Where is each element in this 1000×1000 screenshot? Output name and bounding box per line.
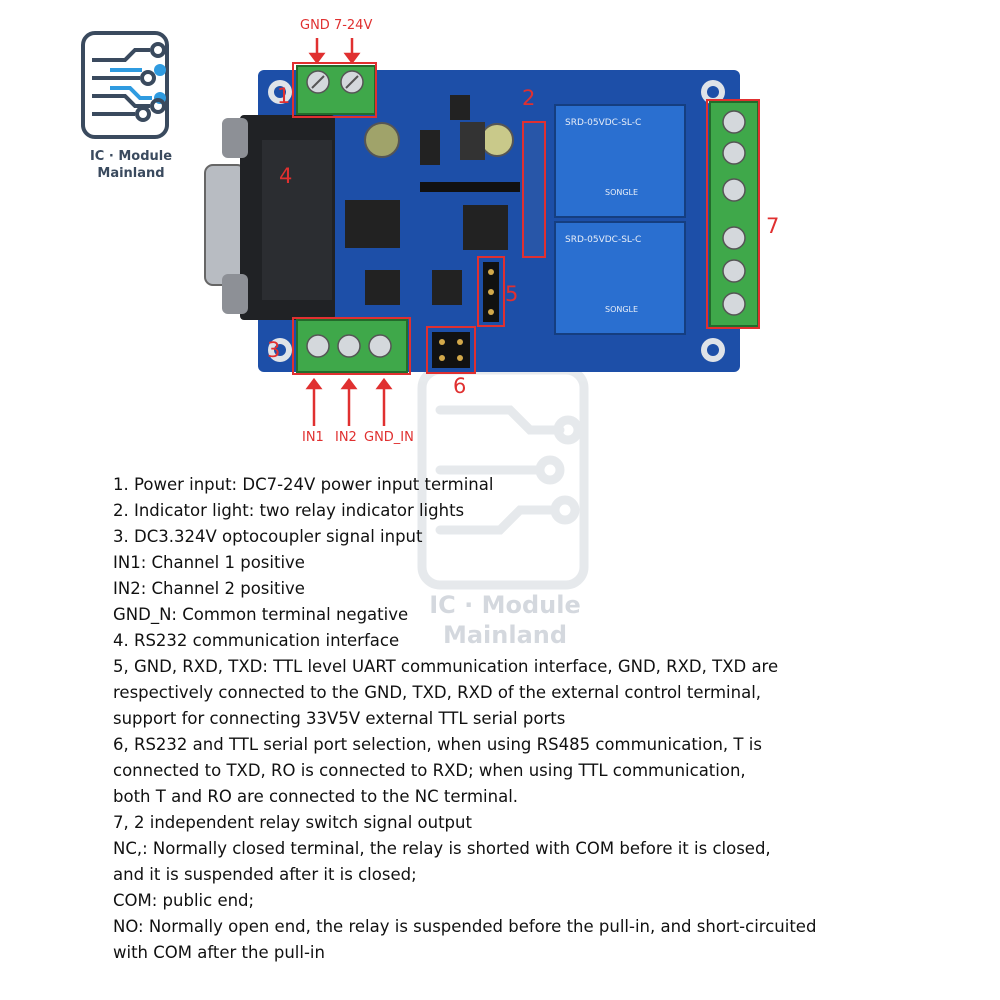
description-line: with COM after the pull-in: [113, 943, 325, 962]
description-line: COM: public end;: [113, 891, 255, 910]
callout-2: 2: [522, 86, 536, 110]
description-line: 6, RS232 and TTL serial port selection, …: [113, 735, 762, 754]
description-line: 7, 2 independent relay switch signal out…: [113, 813, 472, 832]
db9-connector: [204, 115, 335, 320]
in2-label: IN2: [335, 430, 357, 445]
indicator-led-highlight: [522, 121, 546, 258]
description-line: 4. RS232 communication interface: [113, 631, 400, 650]
svg-text:SONGLE: SONGLE: [605, 188, 638, 197]
callout-6: 6: [453, 374, 467, 398]
callout-4: 4: [279, 164, 293, 188]
watermark-text: IC · Module Mainland: [429, 591, 581, 649]
callout-1: 1: [277, 84, 291, 108]
description-line: and it is suspended after it is closed;: [113, 865, 417, 884]
svg-text:SRD-05VDC-SL-C: SRD-05VDC-SL-C: [565, 235, 641, 245]
svg-text:SONGLE: SONGLE: [605, 305, 638, 314]
relay-output-terminal-block: [709, 101, 759, 327]
description-line: respectively connected to the GND, TXD, …: [113, 683, 762, 702]
relay-board-image: SRD-05VDC-SL-C SONGLE SRD-05VDC-SL-C SON…: [204, 38, 760, 426]
power-terminal-block: [296, 65, 376, 115]
description-list: 1. Power input: DC7-24V power input term…: [113, 472, 973, 966]
mounting-hole-icon: [268, 80, 725, 362]
description-line: 2. Indicator light: two relay indicator …: [113, 501, 465, 520]
description-line: 3. DC3.324V optocoupler signal input: [113, 527, 423, 546]
callout-5: 5: [505, 282, 519, 306]
uart-pin-header: [483, 262, 499, 322]
circuit-chip-icon: [81, 31, 169, 139]
relay-2: SRD-05VDC-SL-C SONGLE: [554, 221, 686, 335]
callout-boxes: [292, 62, 760, 375]
ic-chips: [345, 95, 520, 305]
jumper-header: [432, 332, 470, 368]
in1-label: IN1: [302, 430, 324, 445]
description-line: connected to TXD, RO is connected to RXD…: [113, 761, 746, 780]
description-line: NO: Normally open end, the relay is susp…: [113, 917, 817, 936]
description-line: IN1: Channel 1 positive: [113, 553, 305, 572]
description-line: 1. Power input: DC7-24V power input term…: [113, 475, 494, 494]
description-line: support for connecting 33V5V external TT…: [113, 709, 566, 728]
description-line: IN2: Channel 2 positive: [113, 579, 305, 598]
power-input-label: GND 7-24V: [300, 18, 373, 33]
description-line: NC,: Normally closed terminal, the relay…: [113, 839, 771, 858]
callout-7: 7: [766, 214, 780, 238]
description-line: GND_N: Common terminal negative: [113, 605, 409, 624]
input-terminal-block: [296, 319, 408, 373]
description-line: both T and RO are connected to the NC te…: [113, 787, 519, 806]
relay-1: SRD-05VDC-SL-C SONGLE: [554, 104, 686, 218]
gnd-in-label: GND_IN: [364, 430, 414, 445]
logo-text: IC · Module Mainland: [89, 149, 173, 181]
callout-arrows: [305, 38, 393, 426]
svg-text:SRD-05VDC-SL-C: SRD-05VDC-SL-C: [565, 118, 641, 128]
callout-3: 3: [267, 338, 281, 362]
description-line: 5, GND, RXD, TXD: TTL level UART communi…: [113, 657, 779, 676]
